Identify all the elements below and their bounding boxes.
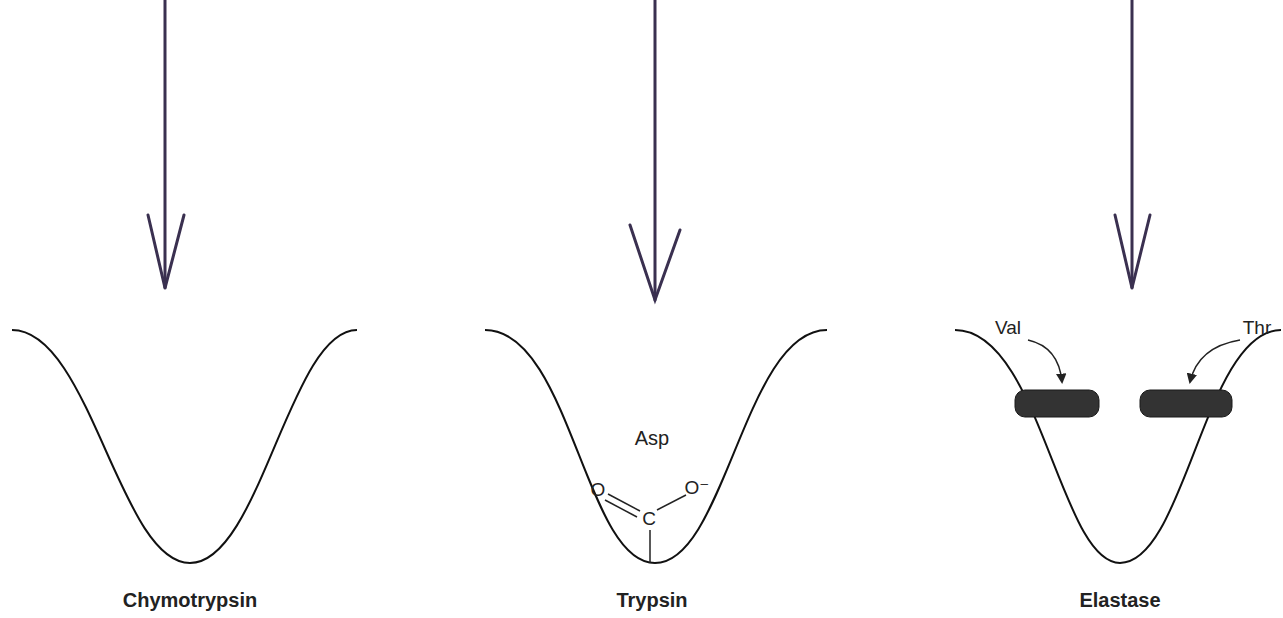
residue-label: Val [995, 318, 1021, 339]
binding-pockets [12, 330, 1281, 563]
residue-label: Asp [635, 427, 669, 449]
carboxylate-bonds [605, 494, 686, 563]
elastase-bars [1015, 390, 1232, 417]
atom-label: O⁻ [685, 478, 710, 499]
substrate-arrows [148, 0, 1150, 300]
residue-label: Thr [1243, 318, 1272, 339]
leader-arrows [1028, 340, 1240, 382]
enzyme-name: Chymotrypsin [123, 589, 257, 611]
enzyme-name: Trypsin [616, 589, 687, 611]
atom-label: O [591, 480, 606, 501]
atom-label: C [642, 509, 656, 530]
enzyme-name: Elastase [1079, 589, 1160, 611]
